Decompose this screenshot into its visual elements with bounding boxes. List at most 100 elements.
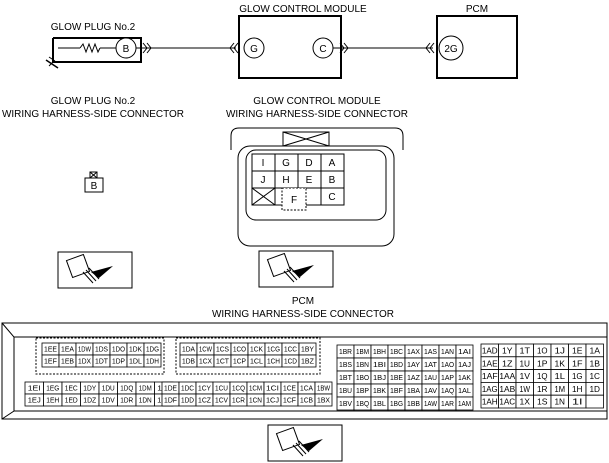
wire-gp-to-gcm	[136, 42, 239, 54]
pcm-pin-1ac: 1AC	[499, 397, 515, 407]
pcm-pin-1f: 1F	[572, 358, 583, 368]
pcm-pin-1cz: 1CZ	[198, 398, 212, 405]
gp-connector-pin-b: B	[91, 181, 98, 192]
gcm-cell-b: B	[329, 175, 336, 186]
pcm-pin-1u: 1U	[519, 358, 530, 368]
pcm-pin-1dw: 1DW	[78, 347, 91, 354]
pcm-pin-cell	[585, 394, 604, 409]
pcm-pin-1cr: 1CR	[232, 398, 245, 405]
gcm-cell-d: D	[305, 158, 312, 169]
male-terminal-icon	[339, 42, 345, 54]
pcm-pin-cell	[143, 354, 162, 368]
pcm-pin-1cg: 1CG	[267, 347, 280, 354]
pcm-pin-1bf: 1BF	[390, 388, 403, 395]
gcm-cell-i: I	[262, 158, 265, 169]
glow-plug-pin-b: B	[123, 44, 130, 55]
pcm-pin-1c: 1C	[589, 371, 600, 381]
pcm-pin-1du: 1DU	[102, 386, 115, 393]
gcm-cell-j: J	[261, 175, 266, 186]
pcm-pin-1co: 1CO	[233, 347, 247, 354]
pcm-pin-1d: 1D	[589, 384, 600, 394]
pcm-pin-1bx: 1BX	[317, 398, 330, 405]
pcm-pin-1dy: 1DY	[83, 386, 96, 393]
pcm-pin-1bv: 1BV	[339, 401, 352, 408]
pcm-pin-1ae: 1AE	[482, 358, 498, 368]
pcm-pin-1cy: 1CY	[198, 386, 211, 393]
pcm-pin-1cc: 1CC	[284, 347, 297, 354]
pcm-pin-1i: 1I	[572, 397, 583, 407]
pcm-pin-1bw: 1BW	[317, 386, 330, 393]
pcm-pin-1aq: 1AQ	[441, 388, 455, 395]
pcm-pin-1db: 1DB	[182, 359, 195, 366]
pcm-pin-1dq: 1DQ	[120, 386, 134, 393]
ground-icon	[45, 59, 59, 69]
pcm-pin-1cd: 1CD	[284, 359, 297, 366]
probe-icon-gcm	[258, 250, 334, 288]
pcm-pin-1ck: 1CK	[250, 347, 263, 354]
pcm-pin-1ds: 1DS	[95, 347, 108, 354]
gcm-cell-h: H	[282, 175, 289, 186]
pcm-pin-1p: 1P	[537, 358, 548, 368]
pcm-pin-1eb: 1EB	[61, 359, 74, 366]
pcm-pin-1dm: 1DM	[139, 386, 152, 393]
heater-resistor-icon	[79, 42, 101, 54]
pcm-pin-1z: 1Z	[502, 358, 513, 368]
pcm-pin-1bz: 1BZ	[301, 359, 315, 366]
pcm-pin-1az: 1AZ	[407, 375, 421, 382]
pcm-pin-1dr: 1DR	[120, 398, 133, 405]
gcm-pin-g: G	[250, 44, 258, 55]
pcm-pin-1g: 1G	[572, 371, 583, 381]
pcm-pin-1ap: 1AP	[441, 375, 454, 382]
probe-icon-gp	[57, 251, 133, 289]
wire-gcm-to-pcm	[333, 42, 435, 54]
pcm-pin-1bp: 1BP	[356, 388, 369, 395]
pcm-pin-1s: 1S	[537, 397, 548, 407]
pcm-pin-1cw: 1CW	[199, 347, 212, 354]
pcm-pin-1j: 1J	[554, 345, 565, 355]
glow-plug-component: B	[45, 37, 142, 69]
pcm-pin-1au: 1AU	[424, 375, 437, 382]
pcm-pin-1eh: 1EH	[46, 398, 59, 405]
pcm-pin-1dd: 1DD	[181, 398, 194, 405]
pcm-pin-1bq: 1BQ	[356, 401, 370, 408]
pcm-pin-1dp: 1DP	[112, 359, 125, 366]
pcm-pin-1be: 1BE	[390, 375, 403, 382]
pcm-pin-1bb: 1BB	[407, 401, 420, 408]
pcm-pin-cell	[314, 393, 333, 407]
pcm-pin-1ej: 1EJ	[28, 398, 41, 405]
pcm-pin-1n: 1N	[554, 397, 565, 407]
probe-icon-pcm	[267, 424, 343, 462]
pcm-pin-1o: 1O	[537, 345, 548, 355]
pcm-pin-1ea: 1EA	[61, 347, 74, 354]
pcm-pin-1eg: 1EG	[46, 386, 59, 393]
pcm-pin-1dt: 1DT	[95, 359, 109, 366]
pcm-pin-1cn: 1CN	[249, 398, 262, 405]
pcm-pin-1bc: 1BC	[390, 349, 403, 356]
pcm-pin-1aa: 1AA	[499, 371, 515, 381]
pcm-pin-1bt: 1BT	[339, 375, 353, 382]
pcm-pin-1do: 1DO	[112, 347, 126, 354]
female-terminal-icon	[233, 42, 239, 54]
pcm-pin-1cb: 1CB	[300, 398, 313, 405]
gcm-cell-f: F	[291, 195, 297, 206]
gcm-component: G C	[238, 15, 342, 79]
pcm-pin-1dn: 1DN	[139, 398, 152, 405]
pcm-caption-line1: PCM	[292, 296, 314, 307]
pcm-pin-1l: 1L	[554, 371, 565, 381]
pcm-pin-1bj: 1BJ	[373, 375, 386, 382]
pcm-pin-1dx: 1DX	[78, 359, 91, 366]
pcm-pin-1de: 1DE	[164, 386, 177, 393]
pcm-pin-1bs: 1BS	[339, 362, 352, 369]
pcm-pin-1bl: 1BL	[373, 401, 386, 408]
pcm-pin-1y: 1Y	[502, 345, 513, 355]
pcm-pin-1cl: 1CL	[250, 359, 263, 366]
pcm-pin-cell	[298, 354, 317, 368]
pcm-pin-1ca: 1CA	[300, 386, 313, 393]
pcm-pin-1ax: 1AX	[407, 349, 420, 356]
pcm-pin-1al: 1AL	[458, 388, 471, 395]
pcm-pin-1ee: 1EE	[44, 347, 57, 354]
pcm-pin-1bg: 1BG	[390, 401, 403, 408]
pcm-pin-1at: 1AT	[424, 362, 438, 369]
pcm-pin-1k: 1K	[554, 358, 565, 368]
